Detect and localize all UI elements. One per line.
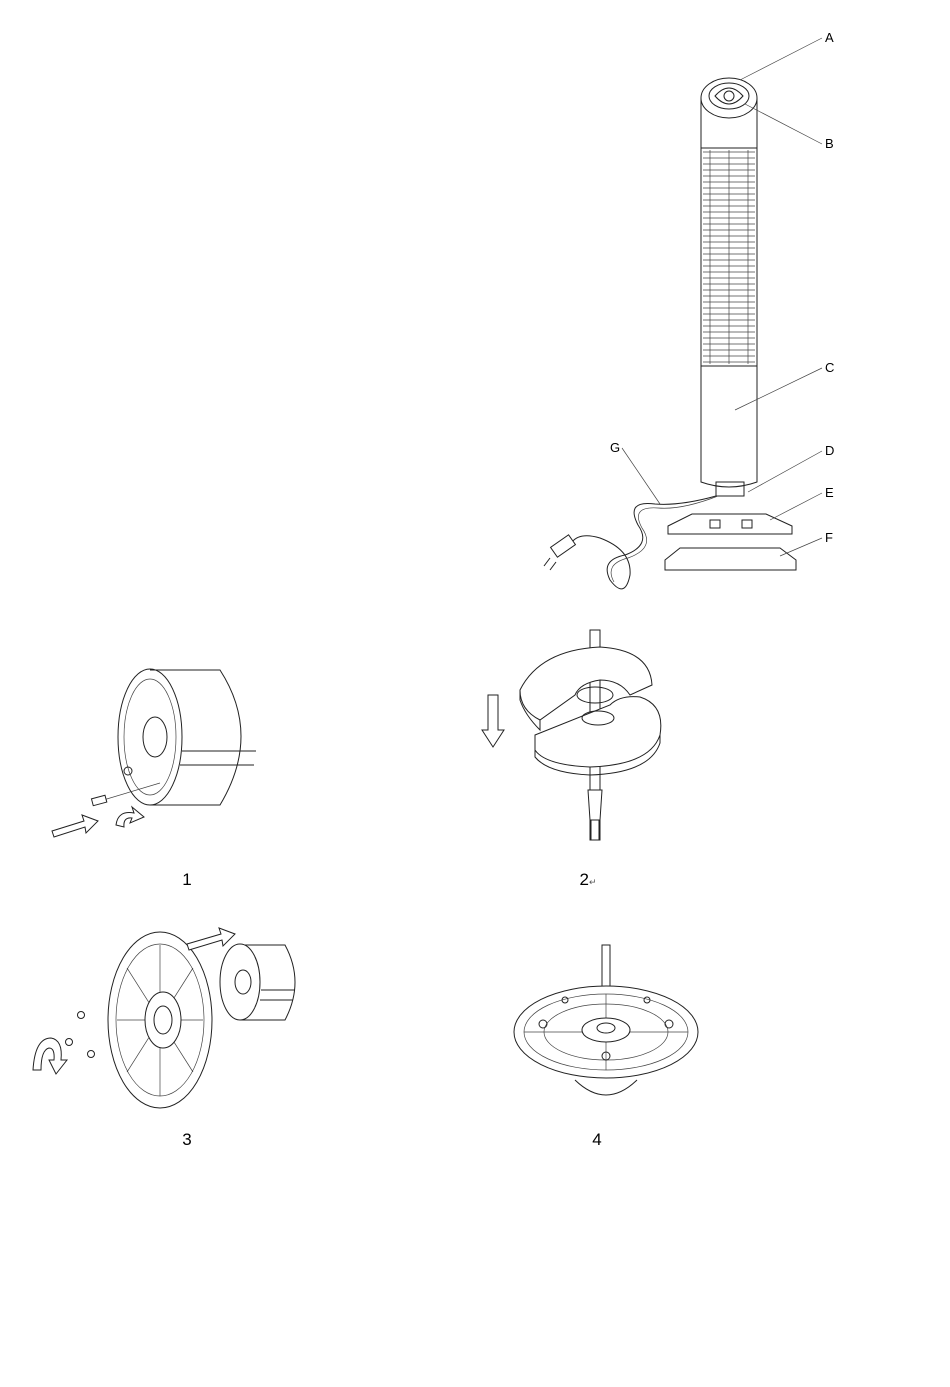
step-number-4: 4 bbox=[577, 1130, 617, 1150]
step-3-illustration bbox=[25, 920, 305, 1110]
step-2-label: 2 bbox=[579, 870, 588, 889]
base-drawing bbox=[665, 482, 796, 570]
label-e: E bbox=[825, 485, 834, 500]
base-plate-cylinder-drawing bbox=[25, 920, 305, 1110]
control-knob-drawing bbox=[701, 78, 757, 118]
assembled-base-drawing bbox=[505, 940, 715, 1120]
step-2-illustration bbox=[480, 625, 680, 860]
label-a: A bbox=[825, 30, 834, 45]
step-number-3: 3 bbox=[167, 1130, 207, 1150]
cylinder-screw-drawing bbox=[40, 655, 280, 855]
step-2-return-mark: ↵ bbox=[589, 877, 597, 887]
tower-body-drawing bbox=[701, 98, 757, 487]
step-4-illustration bbox=[505, 940, 715, 1120]
label-f: F bbox=[825, 530, 833, 545]
split-base-pole-drawing bbox=[480, 625, 680, 860]
leader-lines bbox=[622, 38, 822, 556]
power-cord-drawing bbox=[544, 496, 718, 589]
step-number-1: 1 bbox=[167, 870, 207, 890]
label-d: D bbox=[825, 443, 834, 458]
step-1-illustration bbox=[40, 655, 280, 855]
step-1-label: 1 bbox=[182, 870, 191, 889]
step-number-2: 2↵ bbox=[568, 870, 608, 890]
tower-fan-parts-diagram: A B C D E F G bbox=[530, 20, 940, 600]
step-4-label: 4 bbox=[592, 1130, 601, 1149]
tower-fan-drawing: A B C D E F G bbox=[530, 20, 940, 600]
step-3-label: 3 bbox=[182, 1130, 191, 1149]
label-b: B bbox=[825, 136, 834, 151]
label-g: G bbox=[610, 440, 620, 455]
label-c: C bbox=[825, 360, 834, 375]
